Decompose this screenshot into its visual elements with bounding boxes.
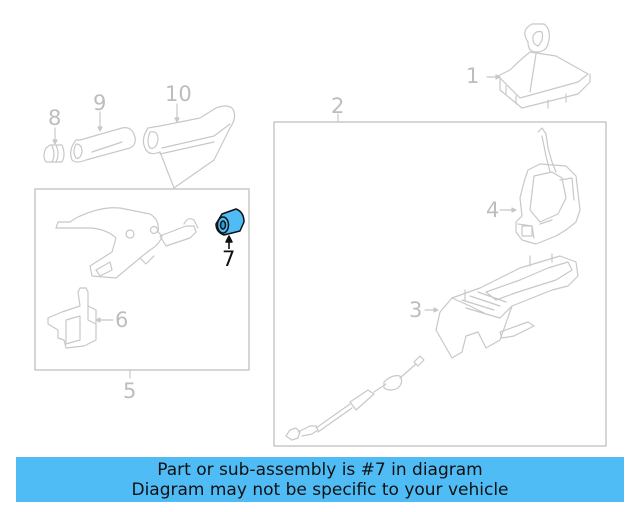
end-cap-part-8	[43, 144, 65, 163]
callout-3: 3	[409, 298, 423, 322]
callout-8: 8	[48, 106, 62, 130]
banner-disclaimer: Diagram may not be specific to your vehi…	[131, 480, 509, 500]
banner-part-notice: Part or sub-assembly is #7 in diagram	[157, 460, 483, 480]
shifter-mechanism-part-4	[515, 127, 581, 245]
callout-5: 5	[123, 379, 137, 403]
group-box-5	[34, 188, 250, 371]
handle-cover-part-10	[142, 105, 236, 189]
callout-9: 9	[93, 91, 107, 115]
diagram-drawing	[34, 23, 607, 447]
console-part-3	[435, 253, 579, 359]
callout-2: 2	[331, 94, 345, 118]
handle-grip-part-9	[70, 127, 136, 163]
shift-cable	[285, 355, 425, 441]
callout-7[interactable]: 7	[222, 247, 236, 271]
shift-boot-part-1	[497, 23, 591, 109]
callout-6: 6	[115, 308, 129, 332]
parts-diagram: 1 2 3 4 5 6 7 8 9 10	[34, 23, 607, 447]
info-banner: Part or sub-assembly is #7 in diagram Di…	[16, 457, 624, 502]
bushing-part-7	[215, 208, 245, 249]
callout-4: 4	[486, 198, 500, 222]
bracket-part-6	[47, 287, 97, 349]
group-box-2	[273, 121, 607, 447]
callout-1: 1	[466, 64, 480, 88]
callout-10: 10	[165, 82, 192, 106]
handbrake-lever-part-5	[55, 207, 199, 279]
